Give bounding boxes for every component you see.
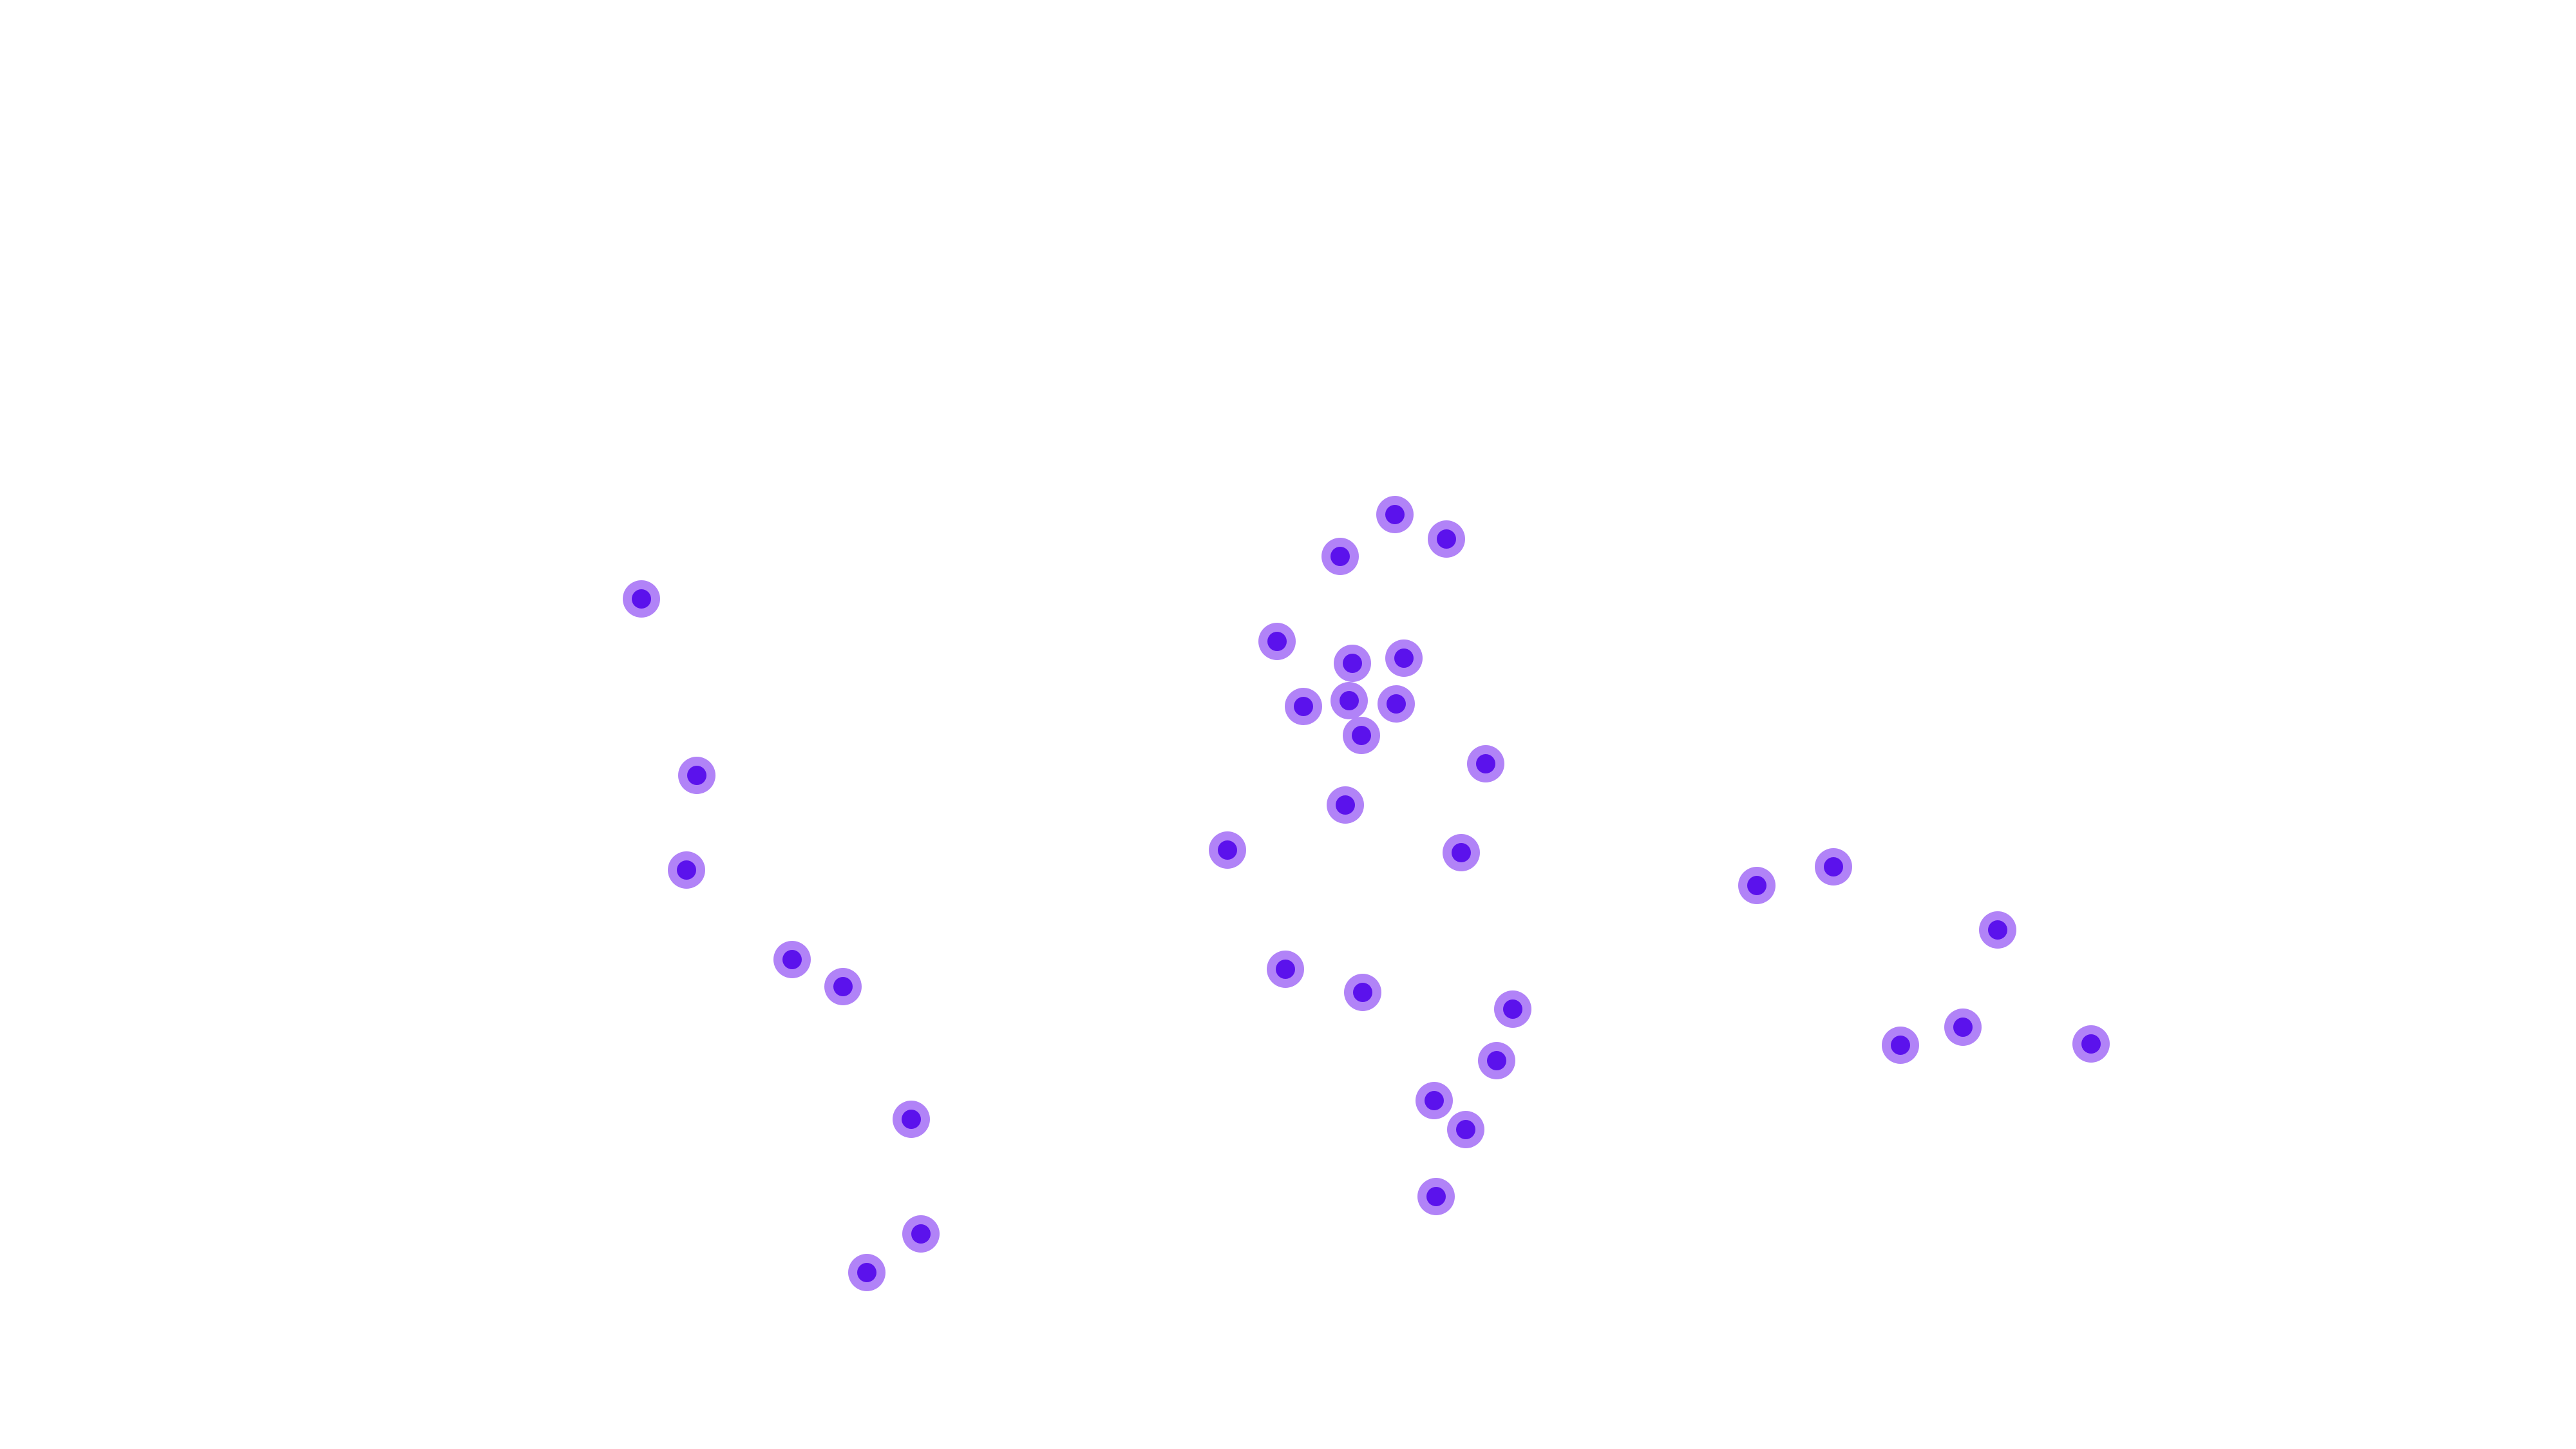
location-dot-icon[interactable] (1494, 990, 1531, 1028)
marker-core (677, 860, 696, 880)
marker-core (687, 766, 706, 785)
location-dot-icon[interactable] (1882, 1027, 1919, 1064)
location-dot-icon[interactable] (1447, 1111, 1484, 1148)
location-dot-icon[interactable] (1443, 834, 1480, 871)
marker-core (632, 589, 651, 609)
location-dot-icon[interactable] (1285, 688, 1322, 725)
location-dot-icon[interactable] (1321, 538, 1359, 575)
location-dot-icon[interactable] (1258, 623, 1296, 660)
marker-core (1747, 876, 1766, 895)
marker-core (1267, 632, 1287, 651)
location-dot-icon[interactable] (824, 968, 862, 1005)
location-dot-icon[interactable] (1334, 645, 1371, 682)
location-dot-icon[interactable] (848, 1254, 886, 1291)
location-dot-icon[interactable] (1944, 1009, 1982, 1046)
location-dot-icon[interactable] (1478, 1042, 1515, 1079)
location-dot-icon[interactable] (1416, 1082, 1453, 1119)
marker-core (857, 1263, 876, 1282)
location-dot-icon[interactable] (902, 1215, 940, 1253)
marker-core (1953, 1018, 1973, 1037)
location-dot-icon[interactable] (1467, 745, 1504, 782)
marker-core (2081, 1034, 2101, 1054)
marker-core (1437, 529, 1456, 549)
location-dot-icon[interactable] (1815, 848, 1852, 886)
location-dot-icon[interactable] (1979, 911, 2016, 949)
location-dot-icon[interactable] (1344, 974, 1381, 1011)
marker-core (1824, 857, 1843, 876)
location-dot-icon[interactable] (1378, 685, 1415, 723)
marker-core (782, 950, 802, 969)
marker-core (1218, 840, 1237, 860)
location-dot-icon[interactable] (1385, 639, 1423, 677)
location-dot-icon[interactable] (1331, 682, 1368, 719)
marker-core (1426, 1187, 1446, 1206)
marker-core (1276, 960, 1295, 979)
location-dot-icon[interactable] (1417, 1178, 1455, 1215)
location-dot-icon[interactable] (1428, 520, 1465, 558)
marker-core (1394, 649, 1414, 668)
location-dot-icon[interactable] (773, 941, 811, 978)
location-dot-icon[interactable] (1376, 496, 1414, 533)
marker-core (1476, 754, 1495, 773)
marker-core (1891, 1036, 1910, 1055)
marker-core (1294, 697, 1313, 716)
location-dot-icon[interactable] (893, 1101, 930, 1138)
marker-core (1385, 505, 1405, 524)
marker-core (1425, 1091, 1444, 1110)
marker-core (1352, 726, 1371, 745)
marker-core (1387, 694, 1406, 714)
marker-core (1340, 691, 1359, 710)
location-dot-icon[interactable] (678, 757, 715, 794)
location-dot-icon[interactable] (1209, 831, 1246, 869)
location-dot-icon[interactable] (1327, 786, 1364, 824)
location-dot-icon[interactable] (2072, 1025, 2110, 1063)
location-dot-icon[interactable] (623, 580, 660, 618)
marker-core (902, 1110, 921, 1129)
marker-core (1353, 983, 1372, 1002)
marker-core (1456, 1120, 1475, 1139)
marker-core (1452, 843, 1471, 862)
markers-layer (623, 496, 2110, 1291)
location-dot-icon[interactable] (1738, 867, 1776, 904)
location-dot-icon[interactable] (1267, 951, 1304, 988)
marker-core (1988, 920, 2007, 940)
marker-core (1343, 654, 1362, 673)
marker-core (1336, 795, 1355, 815)
marker-core (1331, 547, 1350, 566)
marker-core (1503, 999, 1522, 1019)
marker-core (911, 1224, 931, 1244)
location-dot-icon[interactable] (1343, 717, 1380, 754)
marker-core (1487, 1051, 1506, 1070)
location-dot-icon[interactable] (668, 851, 705, 889)
marker-core (833, 977, 853, 996)
